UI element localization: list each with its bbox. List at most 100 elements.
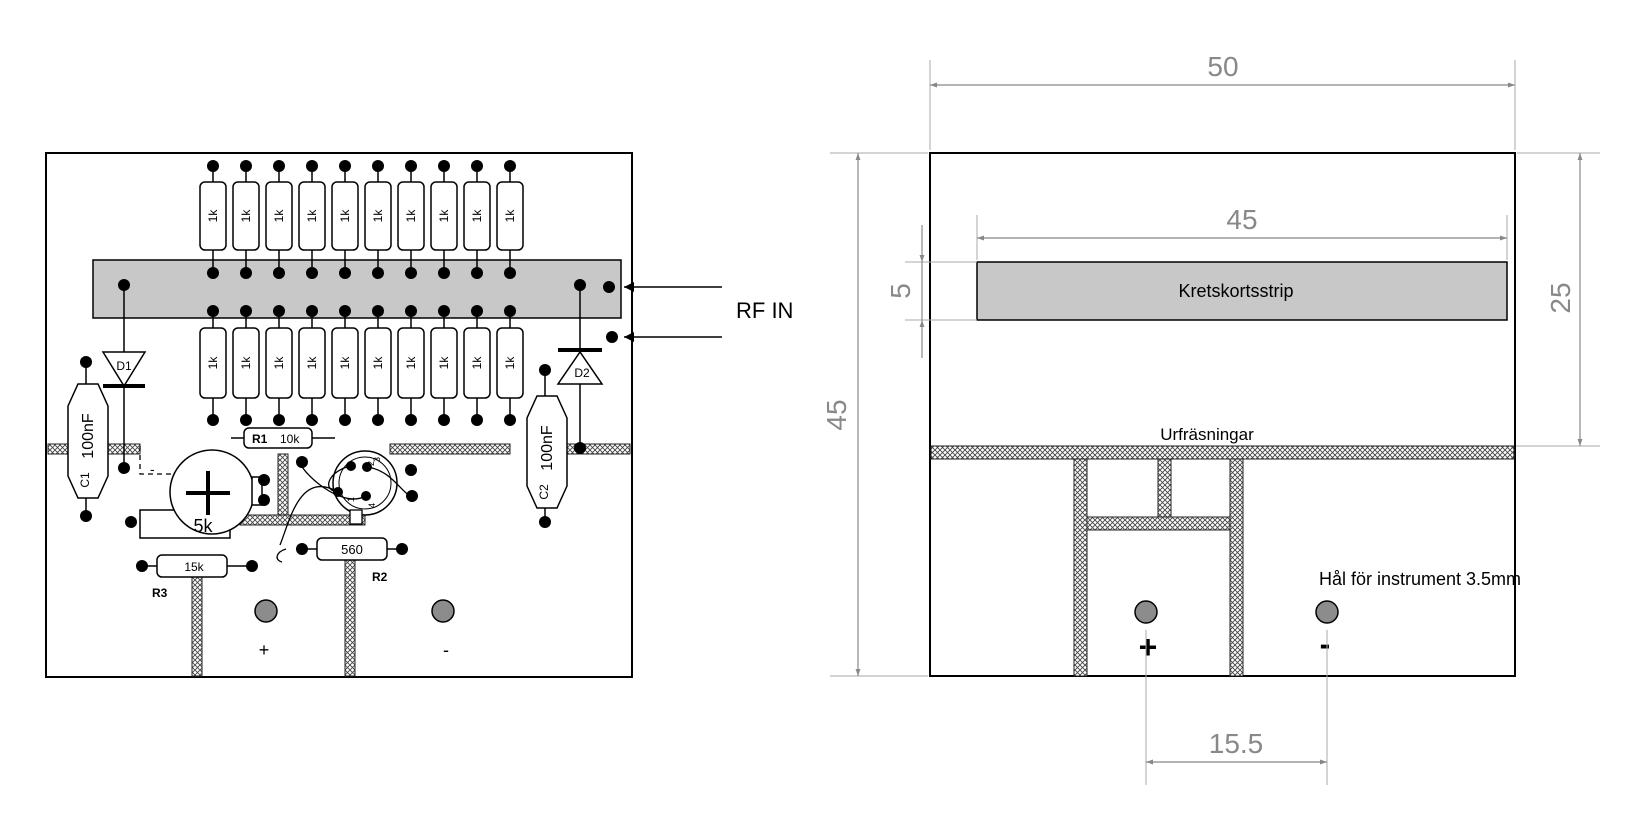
resistor-bottom-pad-bottom-4 [306,414,318,426]
groove-horizontal-inner [1086,516,1231,531]
resistor-bottom-body-6 [364,327,392,399]
resistor-top-value-3: 1k [272,209,286,223]
dim-height: 45 [821,152,928,677]
d2-body [556,350,604,385]
groove-vertical-right [1229,458,1244,677]
resistor-bottom-body-3 [265,327,293,399]
resistor-top-pad-bottom-3 [273,267,285,279]
d2-pad-bottom [574,442,586,454]
pcb-groove-middle [389,443,511,455]
resistor-top-pad-top-10 [504,160,516,172]
resistor-top-pad-bottom-1 [207,267,219,279]
resistor-top-pad-top-4 [306,160,318,172]
pot-tab [251,476,263,506]
groove-label: Urfräsningar [1160,425,1254,444]
meter-plus-label: + [259,640,270,660]
c1-value: 100nF [80,413,97,459]
resistor-bottom-pad-bottom-9 [471,414,483,426]
dim-strip-length: 45 [976,204,1508,260]
resistor-top-body-5 [331,181,359,251]
trimmer-dashed-outline [139,446,172,475]
resistor-top-pad-bottom-9 [471,267,483,279]
resistor-bottom-value-8: 1k [437,356,451,370]
resistor-bottom-pad-top-4 [306,305,318,317]
pot-pad-1 [258,474,270,486]
resistor-bottom-value-5: 1k [338,356,352,370]
hole-plus-label: + [1139,629,1158,665]
dim-hole-spacing-label: 15.5 [1209,728,1264,759]
trimmer-minus-mark: - [150,461,155,477]
resistor-bottom-pad-top-3 [273,305,285,317]
pcb-strip [92,259,622,319]
resistor-top-value-8: 1k [437,209,451,223]
pcb-groove-vertical-2 [344,544,356,677]
pot-value: 5k [193,516,213,536]
resistor-bottom-pad-top-1 [207,305,219,317]
hole-label: Hål för instrument 3.5mm [1319,569,1521,589]
dim-strip-width: 5 [885,225,977,358]
resistor-bottom-body-1 [199,327,227,399]
r3-value: 15k [184,560,204,574]
transistor-pin-label-2: 2 [366,461,376,466]
resistor-top-body-4 [298,181,326,251]
r2-wire [276,548,287,563]
resistor-bottom-pad-top-9 [471,305,483,317]
resistor-top-pad-top-2 [240,160,252,172]
resistor-top-body-8 [430,181,458,251]
resistor-top-pad-bottom-10 [504,267,516,279]
transistor-body [332,450,398,516]
resistor-top-body-7 [397,181,425,251]
r2-body [316,537,388,561]
d2-label: D2 [574,366,590,380]
strip [976,261,1508,321]
c2-body [526,395,568,509]
rf-in-pad-2 [606,331,618,343]
board-outline [929,152,1516,677]
resistor-bottom-body-2 [232,327,260,399]
c2-pad-bottom [539,516,551,528]
resistor-top-value-9: 1k [470,209,484,223]
resistor-top-pad-top-8 [438,160,450,172]
resistor-top-value-10: 1k [503,209,517,223]
r2-pad-left [296,543,308,555]
resistor-bottom-value-4: 1k [305,356,319,370]
resistor-bottom-value-1: 1k [206,356,220,370]
groove-vertical-middle [1157,458,1172,518]
resistor-bottom-pad-bottom-8 [438,414,450,426]
hole-minus [1315,600,1339,624]
resistor-top-pad-bottom-6 [372,267,384,279]
hole-plus [1134,600,1158,624]
resistor-top-value-5: 1k [338,209,352,223]
resistor-bottom-pad-bottom-3 [273,414,285,426]
groove-vertical-left [1073,458,1088,677]
resistor-top-pad-bottom-4 [306,267,318,279]
d1-body [101,351,147,388]
pot-pad-2 [125,516,137,528]
hole-minus-label: - [1320,626,1331,662]
c2-value: 100nF [539,425,556,471]
resistor-top-pad-bottom-2 [240,267,252,279]
resistor-top-pad-top-3 [273,160,285,172]
r3-body [156,554,228,578]
resistor-top-value-2: 1k [239,209,253,223]
r2-label: R2 [372,570,388,584]
resistor-bottom-value-9: 1k [470,356,484,370]
r2-value: 560 [341,542,363,557]
resistor-bottom-pad-top-7 [405,305,417,317]
resistor-top-pad-bottom-8 [438,267,450,279]
pcb-groove-horizontal-2 [239,514,366,526]
dim-strip-width-label: 5 [885,283,916,299]
resistor-top-value-6: 1k [371,209,385,223]
dim-strip-length-label: 45 [1226,204,1257,235]
transistor-wire-2 [279,485,339,546]
resistor-bottom-pad-bottom-10 [504,414,516,426]
resistor-top-body-3 [265,181,293,251]
resistor-bottom-body-4 [298,327,326,399]
resistor-top-body-10 [496,181,524,251]
resistor-top-body-2 [232,181,260,251]
r1-value: 10k [280,432,300,446]
resistor-bottom-pad-top-5 [339,305,351,317]
transistor-tab [349,509,363,525]
